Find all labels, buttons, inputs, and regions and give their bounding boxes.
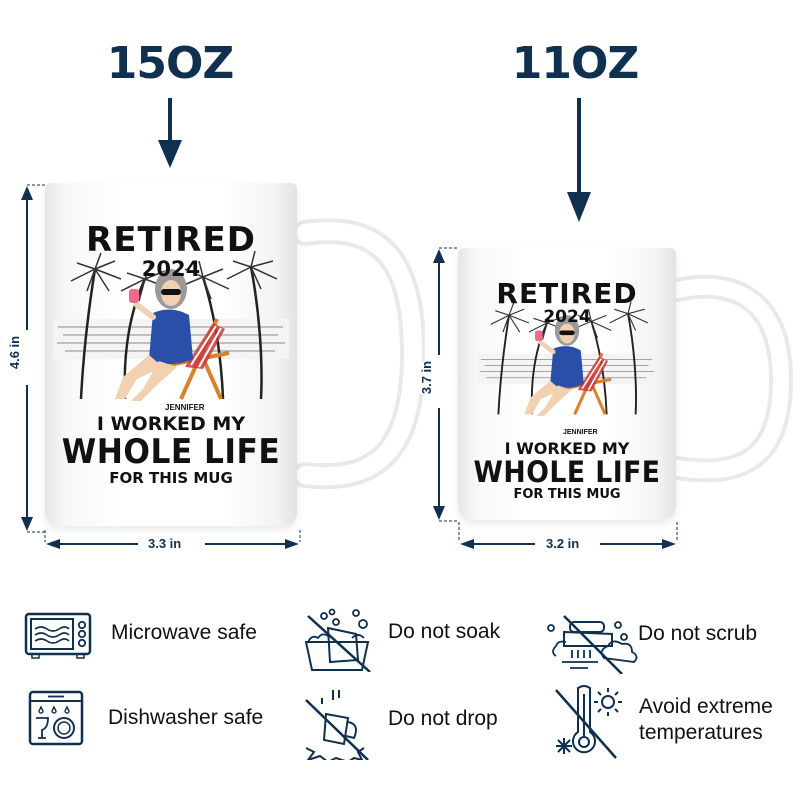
beach-scene-illustration (477, 301, 657, 416)
size-label-11oz: 11OZ (511, 38, 640, 89)
mug-11oz: RETIRED 2024 JENNIFER I WORKED MY WHOLE … (458, 248, 798, 523)
care-item-no-extreme-temperature: Avoid extreme temperatures (552, 684, 800, 764)
mug-name: JENNIFER (165, 403, 205, 412)
care-item-no-soak: Do not soak (300, 602, 530, 672)
mug-line1: I WORKED MY (96, 413, 246, 435)
mug-title: RETIRED (86, 220, 256, 260)
care-label: Avoid extreme temperatures (639, 695, 773, 744)
width-dimension-11oz (458, 522, 678, 549)
mug-line1: I WORKED MY (504, 439, 630, 458)
height-label-15oz: 4.6 in (7, 335, 23, 370)
care-label: Do not drop (388, 707, 498, 730)
mug-line2: WHOLE LIFE (61, 432, 281, 472)
mug-handle (292, 218, 425, 490)
mug-line3: FOR THIS MUG (513, 487, 621, 502)
mug-line2: WHOLE LIFE (473, 455, 661, 489)
mug-title: RETIRED (496, 277, 638, 310)
width-dimension-15oz (44, 530, 301, 549)
mug-year: 2024 (141, 257, 201, 281)
mug-line3: FOR THIS MUG (109, 469, 233, 487)
care-label: Do not scrub (638, 622, 758, 645)
height-dimension-15oz (21, 184, 45, 533)
microwave-icon (24, 612, 92, 659)
care-item-microwave: Microwave safe (24, 610, 284, 660)
care-label: Dishwasher safe (108, 706, 264, 729)
care-item-no-drop: Do not drop (302, 682, 532, 762)
mug-15oz: RETIRED 2024 JENNIFER I WORKED MY WHOLE … (45, 183, 425, 528)
no-scrub-icon (547, 615, 638, 674)
mug-handle (665, 274, 793, 483)
width-label-15oz: 3.3 in (142, 536, 188, 551)
height-label-11oz: 3.7 in (419, 360, 435, 395)
no-soak-icon (304, 608, 371, 672)
care-item-no-scrub: Do not scrub (542, 604, 800, 674)
dishwasher-icon (28, 690, 84, 746)
height-dimension-11oz (433, 247, 457, 522)
no-extreme-temperature-icon (555, 685, 622, 759)
mug-year: 2024 (543, 307, 591, 327)
width-label-11oz: 3.2 in (540, 536, 586, 551)
arrow-down-icon (158, 98, 182, 168)
care-label: Do not soak (388, 620, 501, 643)
arrow-down-icon (567, 98, 591, 222)
care-label: Microwave safe (111, 621, 257, 644)
beach-scene-illustration (53, 250, 289, 401)
mug-name: JENNIFER (563, 429, 598, 436)
no-drop-icon (305, 690, 369, 760)
size-label-15oz: 15OZ (106, 38, 235, 89)
care-item-dishwasher: Dishwasher safe (28, 690, 288, 748)
